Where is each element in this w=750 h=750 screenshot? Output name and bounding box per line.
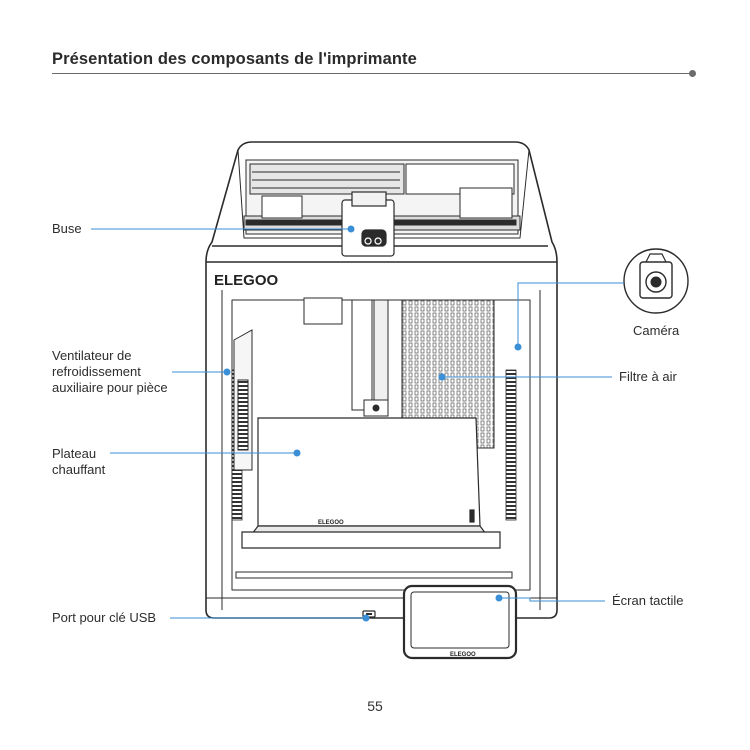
label-heated-bed-line-2: chauffant — [52, 462, 106, 477]
camera-inset — [623, 248, 689, 314]
label-aux-fan-line-3: auxiliaire pour pièce — [52, 380, 168, 395]
label-touch-screen: Écran tactile — [612, 593, 684, 608]
title-underline — [52, 73, 693, 74]
title-underline-dot — [689, 70, 696, 77]
label-aux-fan-line-2: refroidissement — [52, 364, 141, 379]
callout-lines — [91, 225, 624, 622]
label-aux-fan-line-1: Ventilateur de — [52, 348, 132, 363]
z-axis — [303, 297, 389, 417]
bed-brand: ELEGOO — [318, 520, 344, 526]
label-heated-bed-line-1: Plateau — [52, 446, 97, 461]
touch-screen — [402, 584, 518, 660]
label-nozzle: Buse — [52, 221, 82, 236]
brand-logo: ELEGOO — [214, 272, 279, 289]
toolhead — [341, 191, 395, 257]
page-number: 55 — [367, 698, 383, 714]
aux-fan — [233, 329, 253, 471]
screen-brand: ELEGOO — [450, 652, 476, 658]
label-usb-port: Port pour clé USB — [52, 610, 157, 625]
label-heated-bed: Plateau chauffant — [52, 446, 105, 478]
label-air-filter: Filtre à air — [619, 369, 677, 384]
label-aux-fan: Ventilateur de refroidissement auxiliair… — [52, 348, 168, 396]
right-side-vent — [505, 369, 517, 521]
page-title: Présentation des composants de l'imprima… — [52, 50, 417, 68]
label-camera: Caméra — [633, 323, 680, 338]
heated-bed-plate — [241, 417, 501, 549]
bottom-rail — [235, 571, 513, 579]
